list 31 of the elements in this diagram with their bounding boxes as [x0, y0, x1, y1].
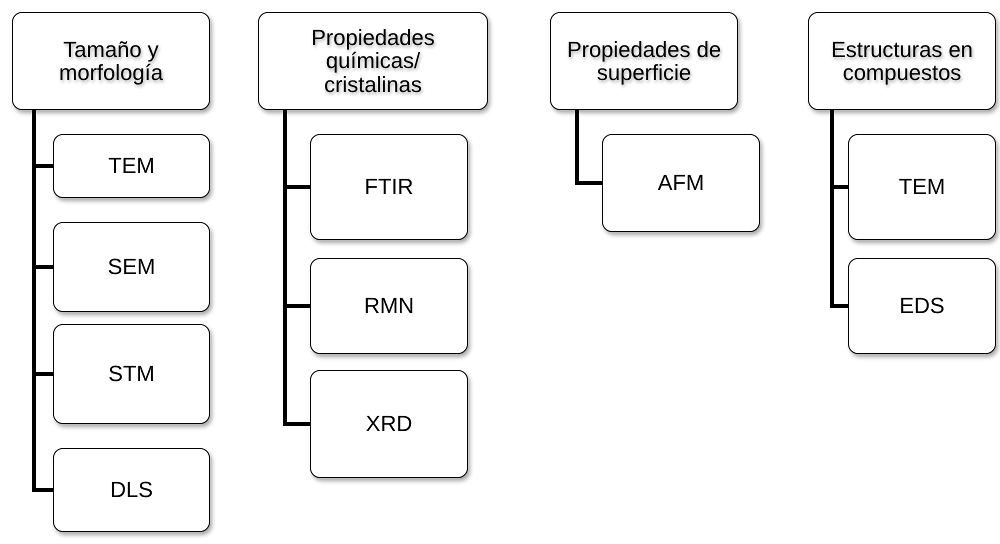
technique-box	[310, 134, 468, 240]
category-label: Propiedades químicas/ cristalinas	[310, 26, 436, 96]
technique-label: TEM	[898, 175, 946, 199]
category-box	[550, 12, 738, 110]
category-label: Tamaño y morfología	[58, 38, 164, 84]
technique-label: STM	[108, 362, 155, 386]
technique-box	[53, 222, 210, 312]
technique-box	[53, 448, 210, 532]
connector-line	[575, 110, 602, 185]
technique-box	[848, 134, 996, 240]
technique-label: SEM	[108, 255, 156, 279]
technique-label: FTIR	[364, 175, 414, 199]
connector-line	[283, 110, 310, 426]
technique-box	[848, 258, 996, 354]
category-label: Estructuras en compuestos	[830, 38, 974, 84]
category-box	[12, 12, 210, 110]
technique-box	[53, 324, 210, 424]
technique-label: AFM	[658, 171, 704, 195]
technique-label: RMN	[364, 294, 414, 318]
category-label: Propiedades de superficie	[566, 38, 722, 84]
technique-label: TEM	[108, 154, 155, 178]
technique-box	[310, 258, 468, 354]
technique-box	[602, 134, 760, 232]
technique-box	[310, 370, 468, 478]
connector-line	[32, 110, 53, 492]
category-box	[258, 12, 488, 110]
technique-box	[53, 134, 210, 198]
technique-label: EDS	[899, 294, 945, 318]
category-box	[808, 12, 996, 110]
technique-label: DLS	[110, 478, 153, 502]
technique-label: XRD	[366, 412, 412, 436]
